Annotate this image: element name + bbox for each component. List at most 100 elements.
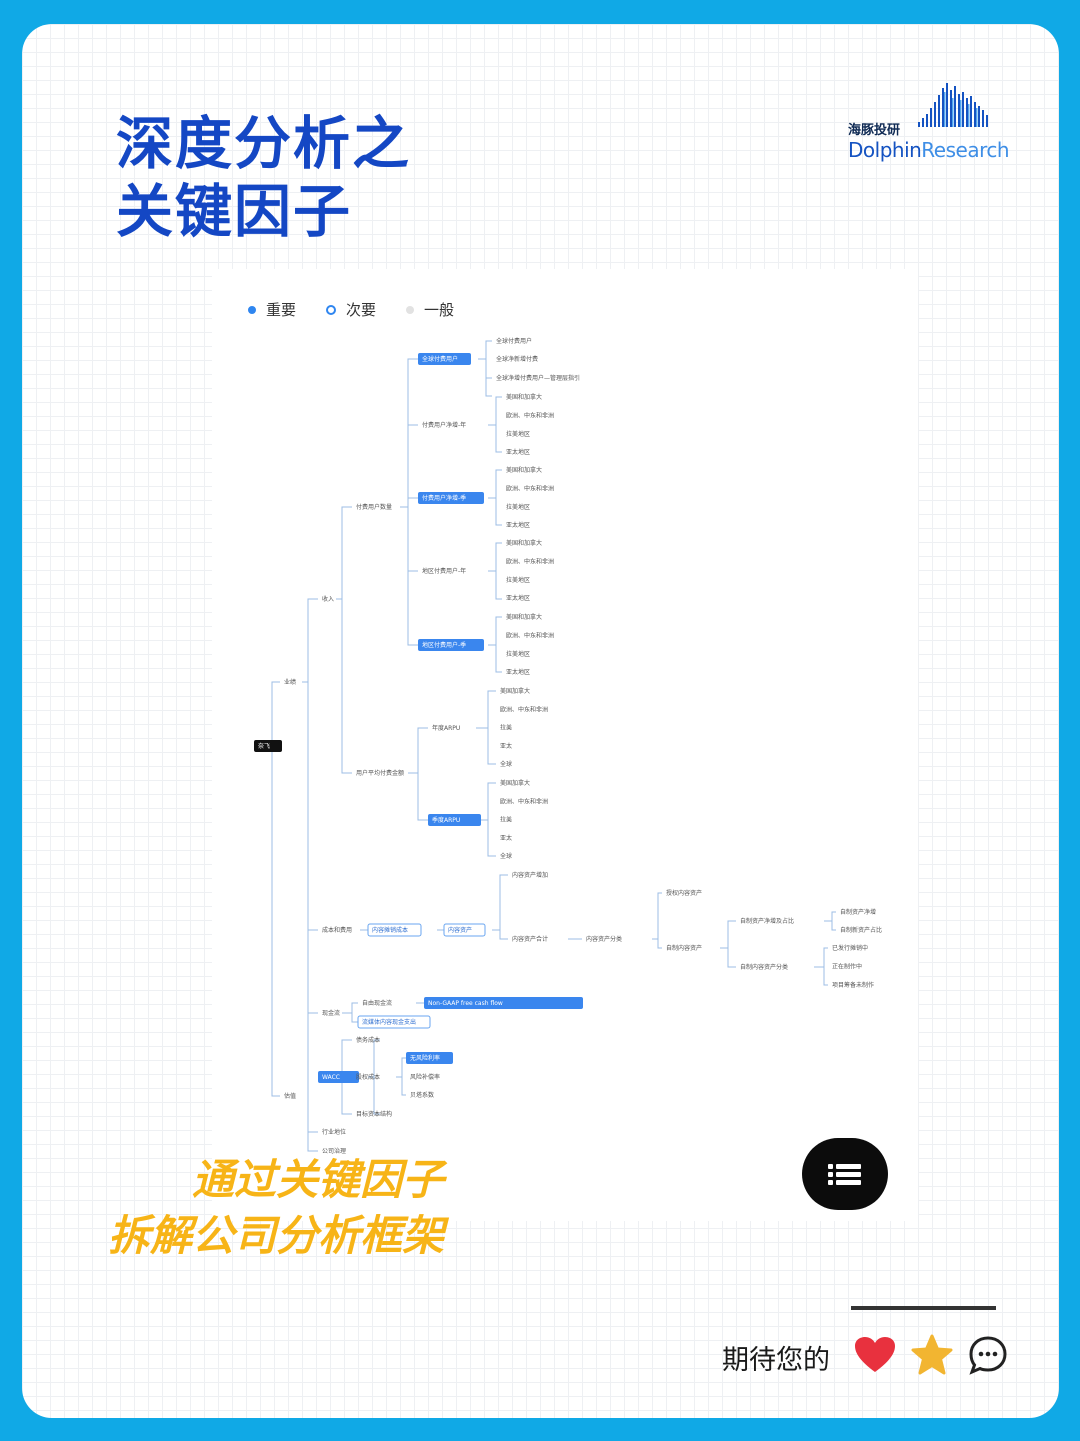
- node-arpu-item[interactable]: 亚太: [500, 742, 512, 750]
- node-region-item[interactable]: 拉美地区: [506, 503, 530, 511]
- node-valuation[interactable]: 估值: [284, 1092, 296, 1100]
- node-nongaap[interactable]: Non-GAAP free cash flow: [424, 997, 583, 1009]
- svg-text:美国加拿大: 美国加拿大: [500, 687, 530, 695]
- node-arpu-item[interactable]: 亚太: [500, 834, 512, 842]
- svg-text:自制资产净增及占比: 自制资产净增及占比: [740, 917, 794, 925]
- node-arpu-item[interactable]: 拉美: [500, 724, 512, 732]
- svg-text:内容资产分类: 内容资产分类: [586, 935, 622, 943]
- node-paid-net-year[interactable]: 付费用户净增-年: [422, 421, 466, 429]
- svg-text:无风险利率: 无风险利率: [410, 1054, 440, 1062]
- node-governance[interactable]: 公司治理: [322, 1147, 346, 1155]
- node-revenue[interactable]: 收入: [322, 595, 334, 603]
- node-region-item[interactable]: 欧洲、中东和非洲: [506, 484, 554, 492]
- svg-text:现金流: 现金流: [322, 1009, 340, 1017]
- node-content-cash[interactable]: 流媒体内容现金支出: [357, 1015, 431, 1029]
- node-self-category-item[interactable]: 项目筹备未制作: [832, 981, 874, 989]
- node-arpu-item[interactable]: 全球: [500, 760, 512, 768]
- node-arpu-item[interactable]: 全球: [500, 852, 512, 860]
- favorite-star-icon[interactable]: [910, 1334, 954, 1380]
- node-paid-users[interactable]: 付费用户数量: [356, 503, 392, 511]
- node-debt-cost[interactable]: 债务成本: [356, 1036, 380, 1044]
- node-arpu-item[interactable]: 美国加拿大: [500, 779, 530, 787]
- grey-dot-icon: [406, 305, 415, 314]
- node-global-item[interactable]: 全球净增付费用户—管理层指引: [496, 374, 580, 382]
- node-region-item[interactable]: 欧洲、中东和非洲: [506, 411, 554, 419]
- node-arpu-quarter[interactable]: 季度ARPU: [428, 814, 481, 826]
- table-of-contents-button[interactable]: [802, 1138, 888, 1210]
- svg-text:内容摊销成本: 内容摊销成本: [372, 926, 408, 934]
- node-content-total[interactable]: 内容资产合计: [512, 935, 548, 943]
- node-region-item[interactable]: 拉美地区: [506, 430, 530, 438]
- node-arpu[interactable]: 用户平均付费金额: [356, 769, 404, 777]
- filled-dot-icon: [248, 305, 256, 314]
- comment-bubble-icon[interactable]: [968, 1335, 1008, 1379]
- node-arpu-item[interactable]: 拉美: [500, 816, 512, 824]
- root-node[interactable]: 奈飞: [254, 740, 282, 752]
- svg-text:欧洲、中东和非洲: 欧洲、中东和非洲: [506, 484, 554, 492]
- brand-name-en-a: Dolphin: [848, 138, 922, 162]
- svg-text:自由现金流: 自由现金流: [362, 999, 392, 1007]
- node-capital-structure[interactable]: 目标资本结构: [356, 1110, 392, 1118]
- node-content-category[interactable]: 内容资产分类: [586, 935, 622, 943]
- node-self-category-item[interactable]: 已发行摊销中: [832, 944, 868, 952]
- node-wacc[interactable]: WACC: [318, 1071, 359, 1083]
- node-cashflow[interactable]: 现金流: [322, 1009, 340, 1017]
- svg-text:欧洲、中东和非洲: 欧洲、中东和非洲: [506, 631, 554, 639]
- node-content-amort[interactable]: 内容摊销成本: [367, 923, 422, 937]
- svg-text:成本和费用: 成本和费用: [322, 926, 352, 934]
- node-industry[interactable]: 行业地位: [322, 1128, 346, 1136]
- node-global-item[interactable]: 全球付费用户: [496, 337, 532, 345]
- node-beta[interactable]: 贝塔系数: [410, 1091, 434, 1099]
- svg-text:估值: 估值: [284, 1092, 296, 1100]
- slogan-line-1: 通过关键因子: [191, 1155, 444, 1204]
- node-arpu-item[interactable]: 美国加拿大: [500, 687, 530, 695]
- node-region-item[interactable]: 亚太地区: [506, 594, 530, 602]
- node-self[interactable]: 自制内容资产: [666, 944, 702, 952]
- node-content-added[interactable]: 内容资产增加: [512, 871, 548, 879]
- node-region-item[interactable]: 拉美地区: [506, 576, 530, 584]
- node-performance[interactable]: 业绩: [284, 678, 296, 686]
- node-premium[interactable]: 风险补偿率: [410, 1073, 440, 1081]
- node-fcf[interactable]: 自由现金流: [362, 999, 392, 1007]
- slogan-line-2: 拆解公司分析框架: [107, 1211, 444, 1260]
- node-arpu-year[interactable]: 年度ARPU: [432, 724, 460, 732]
- svg-text:美国和加拿大: 美国和加拿大: [506, 393, 542, 401]
- node-licensed[interactable]: 授权内容资产: [666, 889, 702, 897]
- svg-text:全球: 全球: [500, 760, 512, 768]
- node-arpu-item[interactable]: 欧洲、中东和非洲: [500, 797, 548, 805]
- node-region-year[interactable]: 地区付费用户-年: [422, 567, 466, 575]
- svg-text:拉美地区: 拉美地区: [506, 503, 530, 511]
- node-equity-cost[interactable]: 股权成本: [356, 1073, 380, 1081]
- node-content-asset[interactable]: 内容资产: [443, 923, 486, 937]
- node-paid-net-quarter[interactable]: 付费用户净增-季: [418, 492, 484, 504]
- like-heart-icon[interactable]: [854, 1336, 896, 1378]
- node-region-item[interactable]: 美国和加拿大: [506, 539, 542, 547]
- svg-text:季度ARPU: 季度ARPU: [432, 816, 460, 824]
- node-global-item[interactable]: 全球净新增付费: [496, 355, 538, 363]
- node-arpu-item[interactable]: 欧洲、中东和非洲: [500, 705, 548, 713]
- legend-primary: 重要: [248, 299, 296, 320]
- svg-text:自制资产净增: 自制资产净增: [840, 908, 876, 916]
- svg-text:债务成本: 债务成本: [356, 1036, 380, 1044]
- brand-name-en: DolphinResearch: [848, 138, 1010, 162]
- node-region-item[interactable]: 亚太地区: [506, 521, 530, 529]
- node-region-item[interactable]: 欧洲、中东和非洲: [506, 631, 554, 639]
- node-self-growth[interactable]: 自制资产净增及占比: [740, 917, 794, 925]
- node-region-item[interactable]: 拉美地区: [506, 650, 530, 658]
- svg-text:目标资本结构: 目标资本结构: [356, 1110, 392, 1118]
- node-self-growth-item[interactable]: 自制新资产占比: [840, 926, 882, 934]
- node-global-paid[interactable]: 全球付费用户: [418, 353, 471, 365]
- node-region-item[interactable]: 亚太地区: [506, 448, 530, 456]
- node-cost[interactable]: 成本和费用: [322, 926, 352, 934]
- node-self-category[interactable]: 自制内容资产分类: [740, 963, 788, 971]
- node-self-category-item[interactable]: 正在制作中: [832, 963, 862, 971]
- node-region-item[interactable]: 亚太地区: [506, 668, 530, 676]
- node-self-growth-item[interactable]: 自制资产净增: [840, 908, 876, 916]
- node-region-item[interactable]: 美国和加拿大: [506, 466, 542, 474]
- node-region-item[interactable]: 欧洲、中东和非洲: [506, 557, 554, 565]
- node-region-item[interactable]: 美国和加拿大: [506, 393, 542, 401]
- svg-text:全球付费用户: 全球付费用户: [422, 355, 458, 363]
- node-riskfree[interactable]: 无风险利率: [406, 1052, 453, 1064]
- node-region-item[interactable]: 美国和加拿大: [506, 613, 542, 621]
- node-region-quarter[interactable]: 地区付费用户-季: [418, 639, 484, 651]
